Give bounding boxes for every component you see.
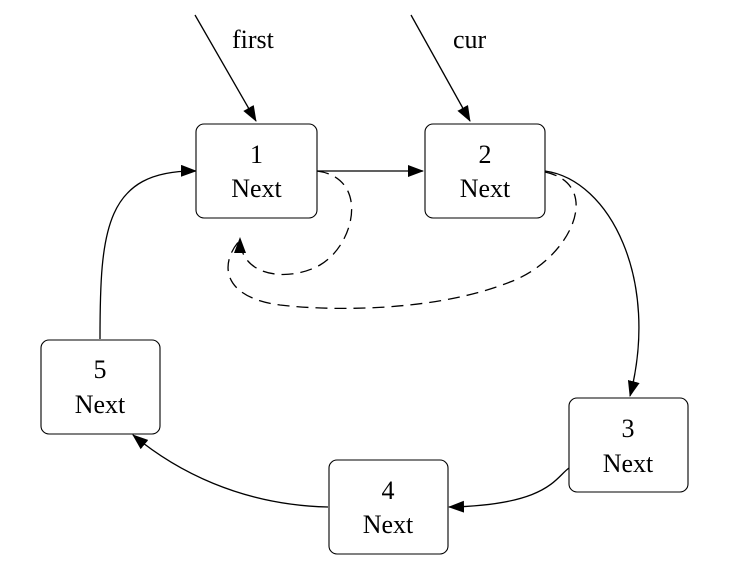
pointer-first: first <box>194 14 275 122</box>
edge-4-to-5 <box>132 434 329 508</box>
node-3-value: 3 <box>622 414 635 443</box>
node-5-field: Next <box>75 390 126 419</box>
node-2: 2 Next <box>424 123 546 219</box>
edge-3-to-4 <box>448 467 570 513</box>
node-5-value: 5 <box>94 355 107 384</box>
node-2-value: 2 <box>479 140 492 169</box>
node-3-box <box>568 397 689 493</box>
node-1-value: 1 <box>250 140 263 169</box>
node-4: 4 Next <box>328 459 449 555</box>
first-pointer-arrow <box>194 14 257 122</box>
first-pointer-label: first <box>232 25 275 54</box>
pointer-cur: cur <box>410 14 487 122</box>
node-1-field: Next <box>231 174 282 203</box>
node-5-box <box>40 339 161 435</box>
node-1: 1 Next <box>195 123 318 219</box>
node-4-box <box>328 459 449 555</box>
node-5: 5 Next <box>40 339 161 435</box>
edge-5-to-1 <box>99 164 197 340</box>
node-4-field: Next <box>363 510 414 539</box>
node-3: 3 Next <box>568 397 689 493</box>
node-2-box <box>424 123 546 219</box>
dashed-edge-2-to-1 <box>227 171 577 310</box>
cur-pointer-arrow <box>410 14 471 122</box>
node-3-field: Next <box>603 449 654 478</box>
dashed-edge-1-to-1 <box>234 170 353 276</box>
node-4-value: 4 <box>382 476 395 505</box>
cur-pointer-label: cur <box>453 25 487 54</box>
node-2-field: Next <box>460 174 511 203</box>
edge-2-to-3 <box>544 170 640 397</box>
node-1-box <box>195 123 318 219</box>
